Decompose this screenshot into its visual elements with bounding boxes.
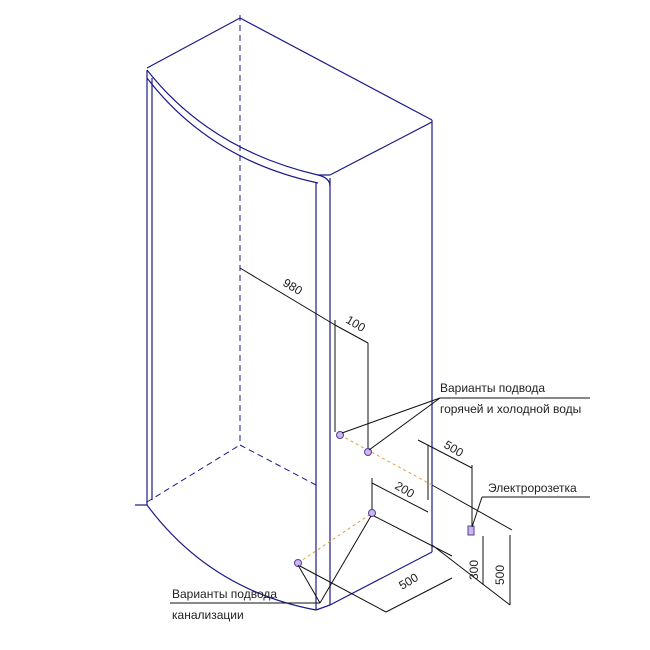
water-inlet-point: [336, 431, 344, 439]
dim-300: 300: [467, 560, 481, 580]
dimension-lines: [239, 267, 513, 613]
drain-label-line1: Варианты подвода: [172, 587, 277, 601]
dim-200: 200: [392, 479, 417, 501]
water-label-line2: горячей и холодной воды: [440, 402, 581, 416]
water-label-line1: Варианты подвода: [440, 381, 545, 395]
water-inlet-point: [364, 448, 372, 456]
drain-point: [368, 509, 376, 517]
leaders: [170, 397, 590, 604]
drain-label-line2: канализации: [172, 608, 244, 622]
dim-500-vertical: 500: [493, 565, 507, 585]
cabin-outline: [135, 15, 433, 611]
dim-500-bottom: 500: [396, 570, 421, 592]
dim-500-top: 500: [441, 438, 466, 460]
socket-icon: [467, 525, 475, 536]
drain-point: [294, 559, 302, 567]
pipes: [294, 431, 475, 567]
socket-label: Электророзетка: [488, 481, 577, 495]
